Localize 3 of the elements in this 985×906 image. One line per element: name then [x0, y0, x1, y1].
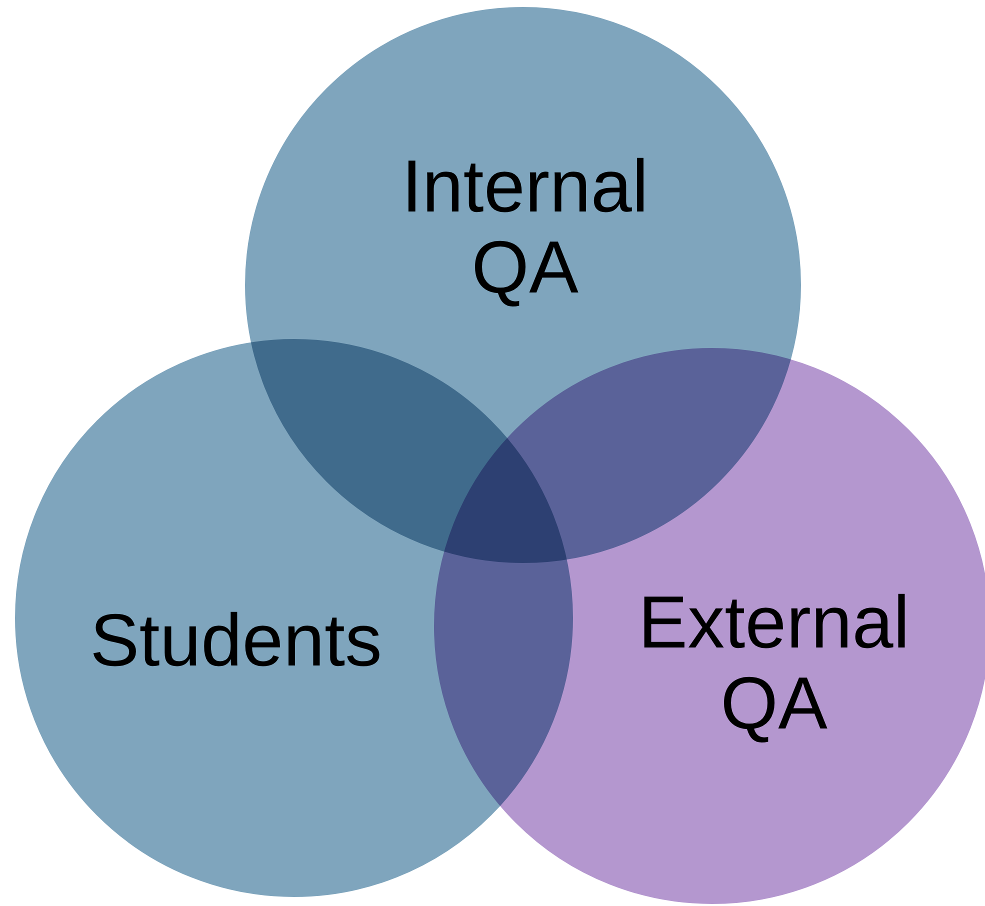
circle-label: Students	[88, 599, 384, 681]
circle-label: External QA	[637, 582, 911, 744]
circle-label: Internal QA	[400, 146, 650, 308]
